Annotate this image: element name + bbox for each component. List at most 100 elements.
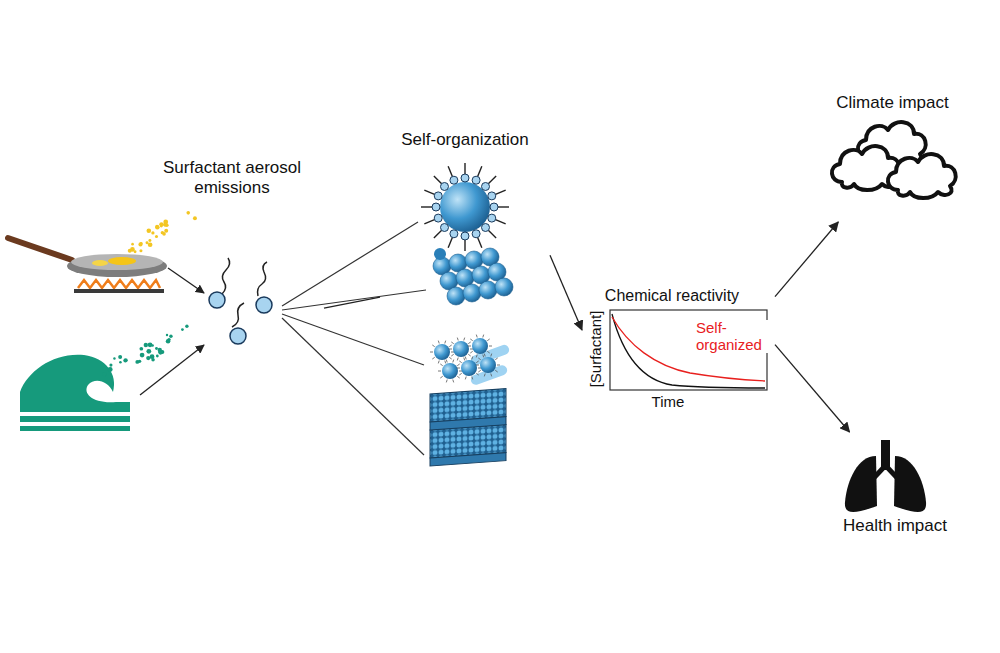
droplet xyxy=(453,341,469,357)
hair xyxy=(446,360,448,363)
surfactant-head xyxy=(461,174,469,182)
spray-dot xyxy=(140,347,144,351)
surfactant-head xyxy=(482,182,490,190)
hair xyxy=(463,338,465,341)
hair xyxy=(490,354,492,357)
hair xyxy=(444,341,446,344)
spray-dot xyxy=(146,356,150,360)
surfactant-head xyxy=(432,203,440,211)
spray-dot xyxy=(146,349,151,354)
surfactant-tail xyxy=(421,206,432,207)
sea-spray xyxy=(102,324,188,376)
emission-arrow xyxy=(140,345,204,395)
hair xyxy=(482,355,484,358)
surfactant-tail xyxy=(464,240,465,251)
surfactant-head xyxy=(434,192,442,200)
spray-dot xyxy=(102,372,106,376)
hair xyxy=(495,370,497,372)
hair xyxy=(432,357,434,359)
spray-dot xyxy=(147,228,152,233)
surfactant-head xyxy=(434,214,442,222)
spray-dot xyxy=(156,355,159,358)
hair xyxy=(476,335,478,338)
heading-label: Health impact xyxy=(830,516,960,536)
hair xyxy=(452,380,454,383)
hair xyxy=(487,351,489,353)
sphere xyxy=(447,287,465,305)
burner xyxy=(74,280,164,293)
droplet xyxy=(461,360,477,376)
heading-label: Chemical reactivity xyxy=(592,286,752,305)
hair xyxy=(457,358,459,361)
sphere-cluster xyxy=(433,248,513,305)
spray-dot xyxy=(119,361,122,364)
spray-dot xyxy=(155,347,158,350)
spray-dot xyxy=(139,249,142,252)
hair xyxy=(452,360,454,363)
hair xyxy=(497,365,500,366)
surfactant-head xyxy=(450,176,458,184)
surfactant-tail xyxy=(495,190,505,194)
hair xyxy=(459,373,461,375)
sphere xyxy=(495,278,513,296)
hair xyxy=(457,376,459,378)
hair xyxy=(468,354,470,356)
figure-group: Climate impact xyxy=(815,88,970,222)
hair xyxy=(451,342,453,344)
hair xyxy=(476,373,478,375)
axis-label: Time xyxy=(638,393,698,411)
surfactant-tail xyxy=(488,176,496,184)
spray-dot xyxy=(167,338,170,341)
spray-dot xyxy=(138,360,141,363)
spray-dot xyxy=(148,342,153,347)
hair xyxy=(438,341,440,344)
hair xyxy=(449,349,452,350)
hair xyxy=(449,345,451,347)
surfactant-head xyxy=(482,224,490,232)
lamellar-stack xyxy=(430,389,506,466)
fan-lines xyxy=(282,222,426,455)
heading-label: Self-organization xyxy=(380,130,550,150)
hair xyxy=(482,335,484,338)
surfactant-tail xyxy=(424,190,434,194)
hair xyxy=(471,357,473,360)
hair xyxy=(478,370,480,372)
hair xyxy=(444,361,446,364)
clouds-icon xyxy=(832,122,956,198)
surfactant-tail xyxy=(478,237,482,247)
surfactant-tail xyxy=(434,230,442,238)
spray-dot xyxy=(185,324,188,327)
connector-arrow xyxy=(324,297,380,308)
droplet xyxy=(442,363,458,379)
spray-dot xyxy=(181,328,184,331)
surfactant-head xyxy=(472,230,480,238)
surfactant-head xyxy=(461,232,469,240)
hair xyxy=(440,364,442,366)
spray-dot xyxy=(140,353,145,358)
hair xyxy=(489,346,492,347)
axis-label: [Surfactant] xyxy=(587,299,605,399)
surfactant-head xyxy=(440,182,448,190)
hair xyxy=(490,374,492,377)
hair xyxy=(440,376,442,378)
surfactant-tail xyxy=(464,163,465,174)
hair xyxy=(476,355,478,358)
hair xyxy=(446,380,448,383)
heading-label: Climate impact xyxy=(815,93,970,113)
spray-dot xyxy=(148,242,153,247)
figure-group: Surfactant aerosol emissions xyxy=(5,155,324,440)
droplet xyxy=(472,338,488,354)
surfactant-head xyxy=(488,192,496,200)
surfactant-head xyxy=(472,176,480,184)
hair xyxy=(457,368,460,369)
heading-label: Surfactant aerosol emissions xyxy=(142,158,322,199)
spray-dot xyxy=(113,357,115,359)
spray-dot xyxy=(148,239,151,242)
hair xyxy=(484,374,486,377)
spray-dot xyxy=(128,249,132,253)
spray-dot xyxy=(164,229,168,233)
connector-arrow xyxy=(550,255,582,330)
droplet xyxy=(434,344,450,360)
hair xyxy=(484,354,486,357)
hair xyxy=(451,354,453,356)
